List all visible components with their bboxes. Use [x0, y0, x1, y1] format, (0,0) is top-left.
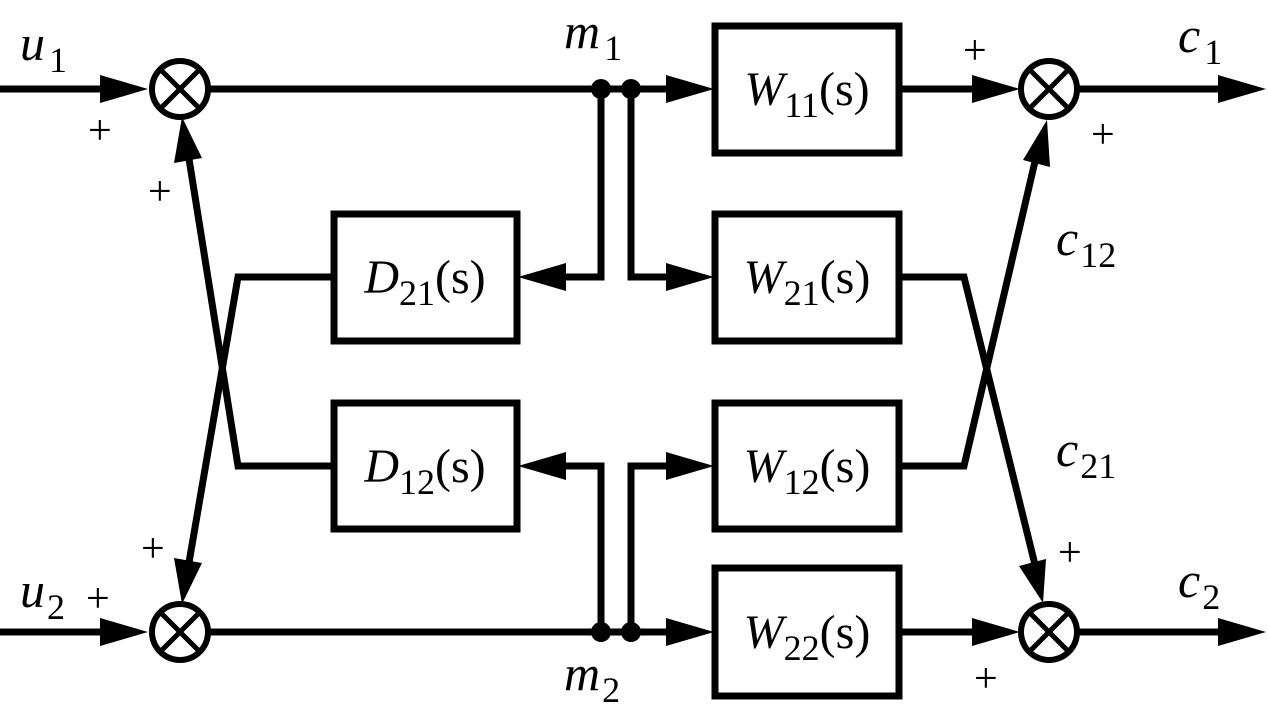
- d12-input-arrowhead: [518, 452, 566, 480]
- sum4-w22-arrowhead: [972, 618, 1020, 646]
- block-w12: W12(s): [711, 399, 903, 533]
- block-d21: D21(s): [330, 210, 521, 345]
- sign-sum2-d21: +: [141, 526, 165, 572]
- m1-branch-dot-1: [591, 79, 611, 99]
- c1-output-arrowhead: [1218, 75, 1266, 103]
- sum3-w11-arrowhead: [972, 75, 1020, 103]
- svg-text:D21(s): D21(s): [363, 251, 485, 313]
- svg-text:W21(s): W21(s): [744, 251, 871, 313]
- m2-branch-dot-1: [591, 622, 611, 642]
- m1-to-d21-line: [545, 89, 605, 281]
- sign-sum1-u1: +: [88, 108, 112, 154]
- label-u2: u2: [20, 562, 65, 627]
- sign-sum1-d12: +: [148, 169, 172, 215]
- sum3-c12-arrowhead: [1023, 120, 1050, 167]
- sign-sum4-w22: +: [974, 656, 998, 702]
- block-d12: D12(s): [330, 399, 521, 533]
- u2-arrowhead: [100, 618, 148, 646]
- w11-input-arrowhead: [666, 75, 714, 103]
- summing-junction-1: [149, 58, 211, 120]
- m2-to-d12-line: [545, 462, 605, 632]
- svg-text:W11(s): W11(s): [744, 63, 869, 125]
- block-w11: W11(s): [711, 22, 903, 157]
- block-w22: W22(s): [711, 564, 903, 700]
- w21-input-arrowhead: [666, 263, 714, 291]
- c21-line: [899, 273, 1044, 586]
- summing-junction-2: [149, 601, 211, 663]
- c12-line: [899, 139, 1044, 470]
- d12-output-line: [182, 139, 334, 470]
- sign-sum2-u2: +: [86, 576, 110, 622]
- label-c2: c2: [1178, 552, 1220, 617]
- summing-junction-4: [1018, 601, 1080, 663]
- m2-branch-dot-2: [621, 622, 641, 642]
- w12-input-arrowhead: [666, 452, 714, 480]
- block-w21: W21(s): [711, 210, 903, 345]
- sum2-feed-arrowhead: [174, 558, 202, 604]
- m1-to-w21-line: [627, 89, 690, 281]
- svg-text:W22(s): W22(s): [744, 606, 871, 668]
- svg-text:W12(s): W12(s): [744, 440, 871, 502]
- sign-sum3-w11: +: [963, 28, 987, 74]
- label-c12: c12: [1056, 210, 1116, 275]
- c2-output-arrowhead: [1218, 618, 1266, 646]
- d21-input-arrowhead: [518, 263, 566, 291]
- u1-arrowhead: [100, 75, 148, 103]
- svg-text:D12(s): D12(s): [363, 440, 485, 502]
- sign-sum3-c12: +: [1091, 112, 1115, 158]
- sum1-feed-arrowhead: [174, 117, 202, 163]
- sum4-c21-arrowhead: [1019, 559, 1046, 603]
- w22-input-arrowhead: [666, 618, 714, 646]
- d21-output-line: [182, 273, 334, 581]
- label-c21: c21: [1056, 421, 1116, 486]
- summing-junction-3: [1018, 58, 1080, 120]
- m1-branch-dot-2: [621, 79, 641, 99]
- sign-sum4-c21: +: [1058, 530, 1082, 576]
- m2-to-w12-line: [627, 462, 690, 632]
- label-m2: m2: [564, 645, 620, 710]
